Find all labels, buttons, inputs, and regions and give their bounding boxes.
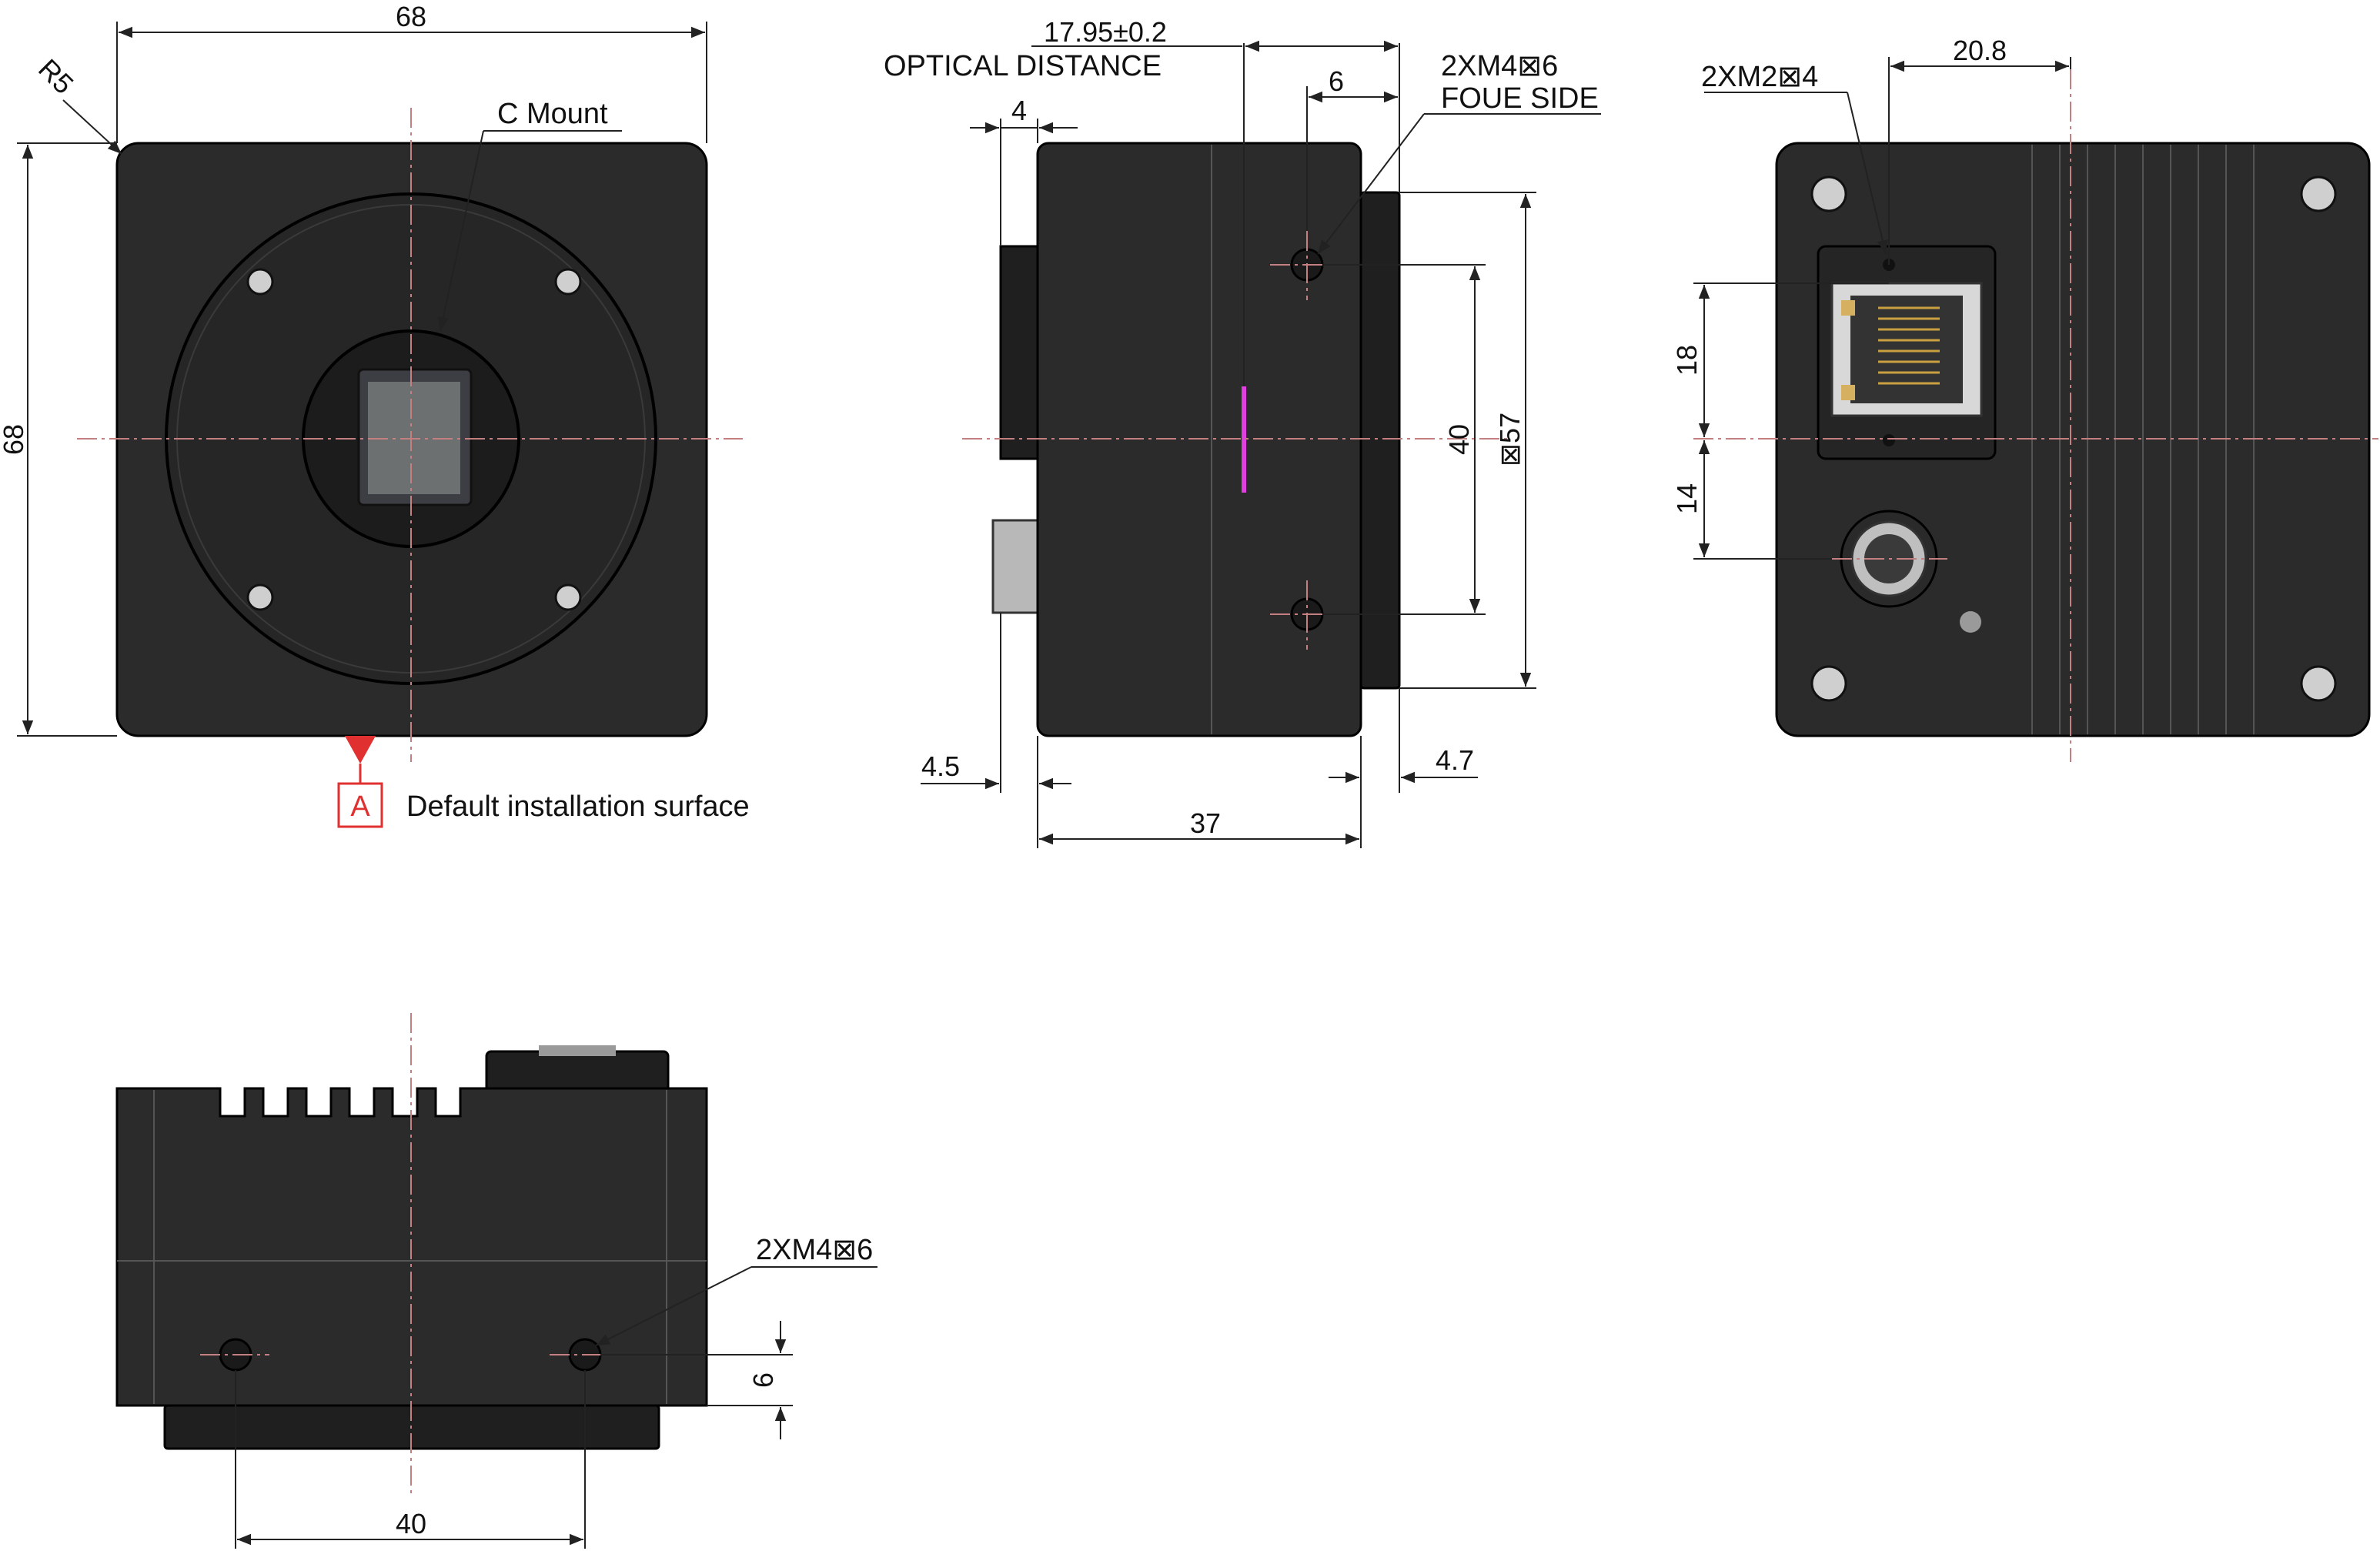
dim-14: 14 — [1671, 483, 1703, 514]
side-dim-6: 6 — [1329, 65, 1344, 97]
bottom-view: 2XM4⊠6 6 40 — [115, 1013, 877, 1549]
side-screw-line1: 2XM4⊠6 — [1441, 50, 1558, 82]
side-front-flange — [1359, 191, 1401, 690]
bottom-screw-label: 2XM4⊠6 — [756, 1234, 873, 1266]
rear-screw-label: 2XM2⊠4 — [1701, 61, 1818, 93]
datum-letter: A — [350, 791, 370, 823]
bottom-top-connector — [485, 1050, 670, 1093]
front-view: 68 68 R5 C Mount A Default installation … — [0, 1, 750, 828]
side-rear-connector — [999, 245, 1041, 460]
radius-dim: R5 — [32, 52, 80, 100]
side-view: 17.95±0.2 OPTICAL DISTANCE 4 6 2XM4⊠6 FO… — [884, 16, 1601, 848]
dim-4-5: 4.5 — [921, 750, 960, 782]
side-screw-line2: FOUE SIDE — [1441, 82, 1599, 115]
dim-4: 4 — [1011, 95, 1027, 126]
front-screws — [246, 268, 582, 611]
front-width-dim: 68 — [396, 1, 426, 32]
front-height-dim: 68 — [0, 424, 29, 455]
rj45-socket — [1850, 296, 1963, 403]
datum-triangle — [345, 736, 376, 764]
rear-view: 20.8 2XM2⊠4 18 14 — [1671, 35, 2378, 762]
dim-18: 18 — [1671, 345, 1703, 376]
bottom-dim-40: 40 — [396, 1508, 426, 1539]
rear-corner-screws — [1810, 175, 2337, 702]
side-io-connector — [991, 519, 1041, 614]
side-dim-40: 40 — [1443, 424, 1475, 455]
status-led — [1960, 611, 1981, 633]
dim-4-7: 4.7 — [1436, 744, 1474, 776]
datum-caption: Default installation surface — [406, 791, 750, 823]
dim-37: 37 — [1190, 807, 1221, 839]
optical-label: OPTICAL DISTANCE — [884, 50, 1162, 82]
rear-screw-hole-bottom — [1883, 434, 1895, 446]
dim-20-8: 20.8 — [1953, 35, 2007, 66]
side-dim-phi57: ⊠57 — [1494, 413, 1526, 466]
bottom-dim-6: 6 — [747, 1372, 779, 1388]
c-mount-label: C Mount — [497, 98, 608, 130]
optical-tolerance: 17.95±0.2 — [1044, 16, 1167, 48]
